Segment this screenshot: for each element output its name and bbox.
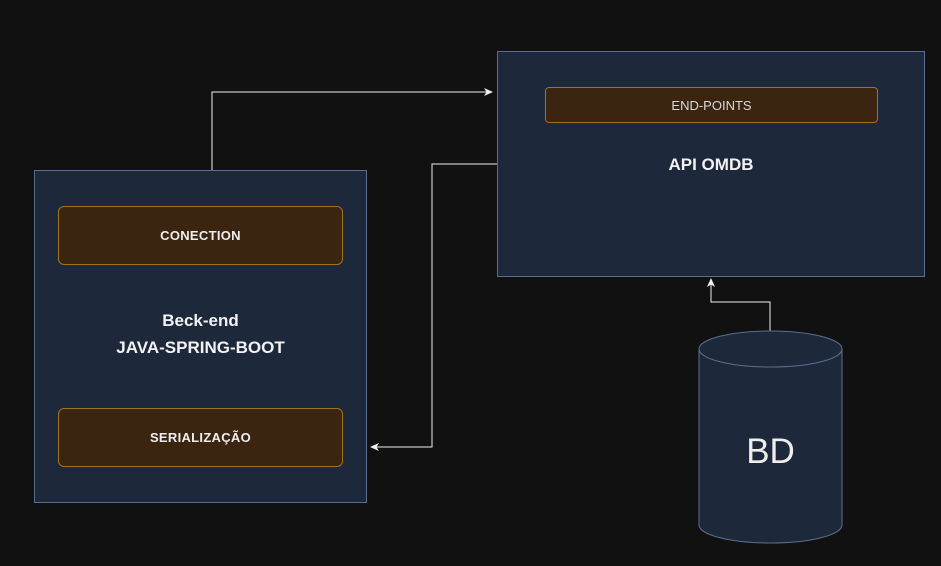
endpoints-label: END-POINTS [671, 97, 752, 113]
conection-block[interactable]: CONECTION [58, 206, 343, 265]
api-title: API OMDB [668, 155, 754, 174]
backend-title-line2: JAVA-SPRING-BOOT [116, 338, 285, 357]
conection-label: CONECTION [160, 228, 241, 243]
endpoints-block[interactable]: END-POINTS [545, 87, 878, 123]
edge-api-to-serializacao [370, 163, 497, 451]
serializacao-label: SERIALIZAÇÃO [149, 430, 252, 445]
edge-db-to-api [707, 278, 771, 331]
serializacao-block[interactable]: SERIALIZAÇÃO [58, 408, 343, 467]
edge-backend-to-api [211, 88, 493, 170]
backend-title: Beck-end JAVA-SPRING-BOOT [34, 307, 367, 361]
backend-title-line1: Beck-end [162, 311, 239, 330]
database-cylinder[interactable] [697, 329, 844, 547]
database-label: BD [746, 432, 795, 471]
